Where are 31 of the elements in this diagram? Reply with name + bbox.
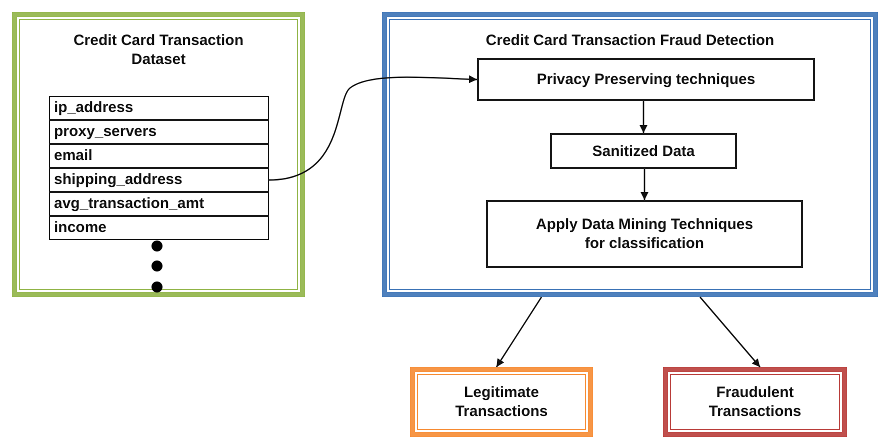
field-name: shipping_address <box>54 171 182 188</box>
arrow <box>268 75 478 181</box>
panel-title: Credit Card Transaction Fraud Detection <box>484 31 776 50</box>
field-name: proxy_servers <box>54 123 157 140</box>
field-name: ip_address <box>54 99 134 116</box>
field-name: income <box>54 219 107 236</box>
table-row <box>49 120 269 144</box>
process-box <box>477 58 815 101</box>
process-box <box>486 200 803 268</box>
box-text: Privacy Preserving techniques <box>536 70 756 89</box>
panel-title: Credit Card Transaction Dataset <box>72 31 245 69</box>
result-box <box>410 367 593 437</box>
table-row <box>49 144 269 168</box>
box-text: Fraudulent Transactions <box>708 383 802 421</box>
result-box <box>663 367 847 437</box>
arrow <box>699 296 761 368</box>
table-row <box>49 192 269 216</box>
box-text: Sanitized Data <box>592 142 695 160</box>
box-text: Legitimate Transactions <box>454 383 549 421</box>
box-text: Apply Data Mining Techniques for classification <box>534 215 754 253</box>
arrow <box>640 101 648 133</box>
arrow <box>640 169 648 200</box>
group-panel <box>12 12 305 297</box>
table-row <box>49 168 269 192</box>
arrow <box>496 296 542 368</box>
field-name: email <box>54 147 92 164</box>
process-box <box>550 133 737 169</box>
table-row <box>49 216 269 240</box>
table-row <box>49 96 269 120</box>
group-panel <box>382 12 878 297</box>
field-name: avg_transaction_amt <box>54 195 204 212</box>
